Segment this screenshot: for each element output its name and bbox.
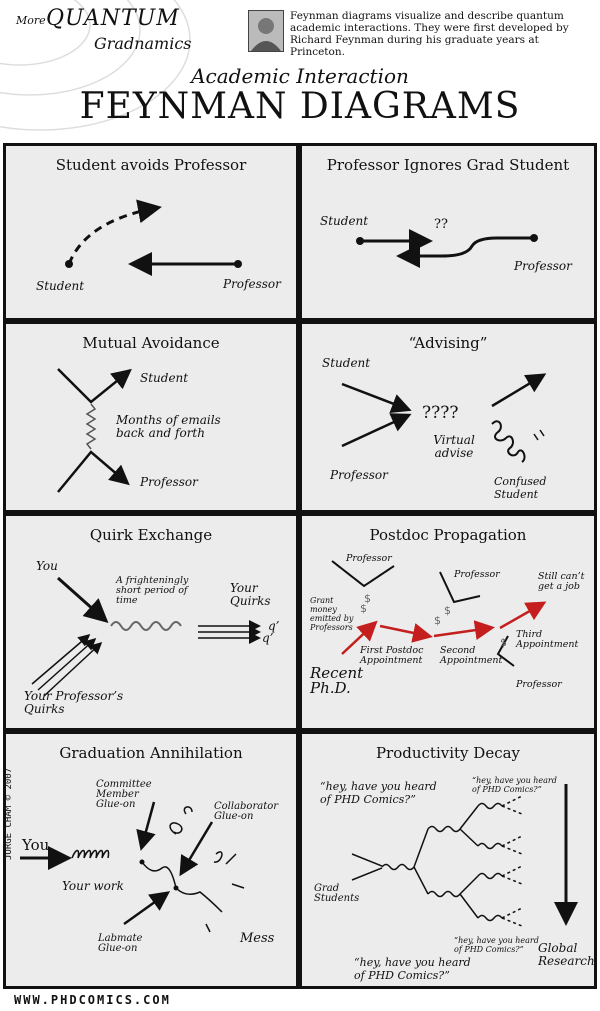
svg-text:$: $: [364, 592, 371, 605]
header-gradnamics: Gradnamics: [94, 34, 192, 53]
panel-title: Graduation Annihilation: [59, 744, 243, 762]
label-first-postdoc: First Postdoc Appointment: [360, 645, 424, 666]
header-swirl: [0, 0, 191, 131]
diagram: [341, 373, 547, 463]
label-question-marks: ????: [422, 403, 459, 423]
label-you: You: [22, 836, 50, 854]
label-professor-2: Professor: [454, 569, 500, 580]
label-still-no-job: Still can’t get a job: [538, 571, 585, 592]
label-quote-4: “hey, have you heard of PHD Comics?”: [354, 956, 471, 982]
label-professor: Professor: [330, 468, 388, 482]
header-more: More: [16, 14, 46, 27]
feynman-photo: [248, 10, 284, 52]
intro-text: Feynman diagrams visualize and describe …: [290, 10, 569, 58]
label-question: ??: [434, 217, 448, 232]
panel-postdoc-propagation: Postdoc Propagation $ $ $ $ $ Professor …: [299, 513, 597, 731]
label-your-work: Your work: [62, 879, 124, 893]
label-student: Student: [320, 214, 369, 228]
label-student: Student: [322, 356, 371, 370]
header-quantum: QUANTUM: [46, 6, 180, 31]
label-emails: Months of emails back and forth: [116, 413, 221, 440]
label-professor: Professor: [514, 259, 572, 273]
panel-student-avoids-professor: Student avoids Professor Student Profess…: [3, 143, 299, 321]
label-second-appointment: Second Appointment: [440, 645, 503, 666]
label-recent-phd: Recent Ph.D.: [310, 664, 364, 697]
panel-title: Productivity Decay: [375, 744, 521, 762]
panel-title: Student avoids Professor: [55, 156, 247, 174]
diagram: [57, 368, 132, 493]
label-global-research: Global Research: [538, 941, 595, 968]
label-virtual-advise: Virtual advise: [433, 433, 475, 460]
diagram: [65, 199, 242, 276]
panel-title: Postdoc Propagation: [369, 526, 527, 544]
label-short-time: A frighteningly short period of time: [116, 575, 189, 606]
credit: JORGE CHAM © 2007: [4, 767, 14, 860]
label-student: Student: [36, 279, 85, 293]
panel-quirk-exchange: Quirk Exchange You A frighteningly short…: [3, 513, 299, 731]
svg-text:$: $: [360, 602, 367, 615]
label-mess: Mess: [240, 931, 275, 946]
panel-graduation-annihilation: Graduation Annihilation Committee Member…: [3, 731, 299, 989]
svg-text:$: $: [500, 636, 507, 649]
panel-mutual-avoidance: Mutual Avoidance Student Months of email…: [3, 321, 299, 513]
panel-title: “Advising”: [408, 334, 488, 352]
label-professor-3: Professor: [516, 679, 562, 690]
page-subtitle: Academic Interaction: [191, 64, 409, 88]
label-grad-students: Grad Students: [314, 883, 360, 904]
label-collaborator: Collaborator Glue-on: [214, 801, 279, 822]
label-confused-student: Confused Student: [494, 475, 547, 501]
panel-productivity-decay: Productivity Decay “hey, have you heard …: [299, 731, 597, 989]
label-grant-money: Grant money emitted by Professors: [310, 596, 354, 632]
panel-title: Professor Ignores Grad Student: [326, 156, 570, 174]
label-q-prime-1: q’: [268, 619, 280, 633]
label-quote-2: “hey, have you heard of PHD Comics?”: [472, 776, 557, 794]
label-you: You: [36, 559, 58, 573]
label-student: Student: [140, 371, 189, 385]
label-professor-quirks: Your Professor’s Quirks: [24, 689, 124, 716]
panel-advising: “Advising” Student ???? Virtual advise P…: [299, 321, 597, 513]
diagram: [356, 229, 538, 268]
diagram: [31, 576, 261, 697]
label-professor: Professor: [140, 475, 198, 489]
site-url[interactable]: WWW.PHDCOMICS.COM: [14, 993, 171, 1007]
diagram: [351, 784, 578, 927]
label-third-appointment: Third Appointment: [516, 629, 579, 650]
page-title: FEYNMAN DIAGRAMS: [79, 86, 521, 127]
svg-text:$: $: [444, 604, 451, 617]
label-quote-1: “hey, have you heard of PHD Comics?”: [320, 780, 437, 806]
label-professor: Professor: [223, 277, 281, 291]
label-quote-3: “hey, have you heard of PHD Comics?”: [454, 936, 539, 954]
panel-title: Quirk Exchange: [89, 526, 213, 544]
diagram: $ $ $ $ $: [331, 560, 547, 667]
label-labmate: Labmate Glue-on: [98, 933, 143, 954]
label-your-quirks: Your Quirks: [230, 581, 271, 608]
label-q-prime-2: q’: [262, 631, 274, 645]
label-committee: Committee Member Glue-on: [96, 779, 152, 810]
panel-professor-ignores: Professor Ignores Grad Student Student ?…: [299, 143, 597, 321]
diagram: [20, 801, 245, 933]
label-professor-1: Professor: [346, 553, 392, 564]
panel-title: Mutual Avoidance: [82, 334, 220, 352]
svg-text:$: $: [434, 614, 441, 627]
